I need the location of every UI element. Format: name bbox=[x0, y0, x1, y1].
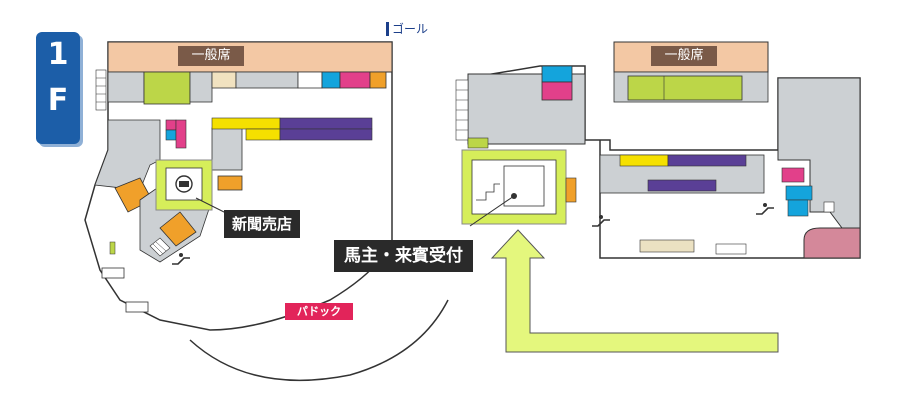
newsstand-callout: 新聞売店 bbox=[224, 210, 301, 238]
stairs-icon bbox=[95, 69, 107, 111]
floor-letter: F bbox=[47, 83, 69, 118]
escalator-icon bbox=[592, 215, 610, 227]
owner-reception-callout: 馬主・来賓受付 bbox=[334, 240, 473, 272]
escalator-icon bbox=[172, 253, 190, 265]
escalator-icon bbox=[756, 203, 774, 215]
paddock-label: パドック bbox=[285, 303, 353, 320]
goal-marker bbox=[386, 22, 389, 36]
stairs-icon bbox=[149, 237, 171, 257]
left-building bbox=[84, 41, 393, 331]
seating-sign-right: 一般席 bbox=[651, 46, 717, 66]
green-room bbox=[143, 71, 191, 105]
seating-area-left bbox=[107, 41, 393, 73]
track-curve bbox=[189, 299, 449, 382]
floor-badge: 1 F bbox=[36, 32, 80, 144]
seating-sign-left: 一般席 bbox=[178, 46, 244, 66]
goal-label: ゴール bbox=[392, 22, 429, 36]
stairs-icon bbox=[455, 79, 469, 141]
shop-icon bbox=[175, 175, 193, 193]
right-building bbox=[455, 41, 861, 259]
direction-arrow bbox=[490, 229, 779, 353]
stairs-icon bbox=[476, 183, 500, 201]
floor-number: 1 bbox=[47, 37, 69, 72]
left-wing-room bbox=[94, 119, 161, 191]
